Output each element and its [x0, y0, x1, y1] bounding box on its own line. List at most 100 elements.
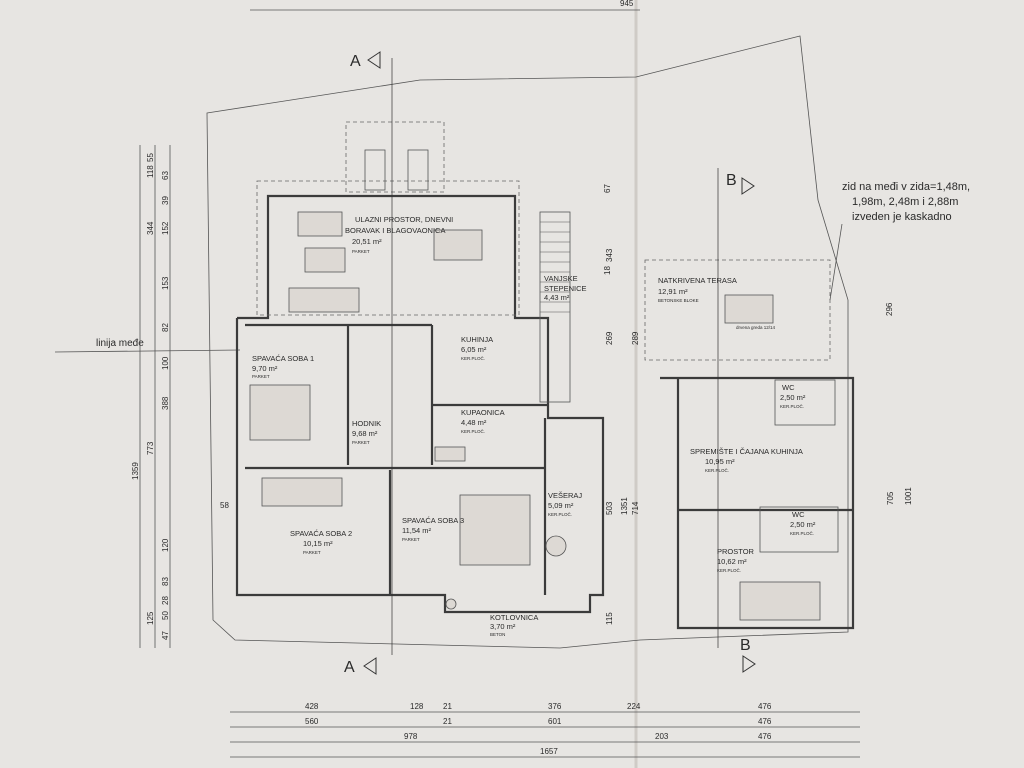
- bottom-dimensions: [230, 711, 860, 758]
- svg-text:PARKET: PARKET: [352, 249, 370, 254]
- left-dimensions: [139, 145, 171, 648]
- room-laundry: VEŠERAJ 5,09 m² KER.PLOČ.: [548, 491, 582, 517]
- svg-text:KOTLOVNICA: KOTLOVNICA: [490, 613, 538, 622]
- dims-mid-label: 343: [605, 248, 614, 262]
- svg-text:PROSTOR: PROSTOR: [717, 547, 755, 556]
- terrace-table: [724, 294, 774, 324]
- room-living: ULAZNI PROSTOR, DNEVNI BORAVAK I BLAGOVA…: [345, 215, 453, 254]
- dims-left-label: 1359: [131, 462, 140, 480]
- dims-row1-label: 128: [410, 702, 424, 711]
- section-b-bottom-arrow: [742, 655, 756, 673]
- svg-text:SPREMIŠTE I ČAJANA KUHINJA: SPREMIŠTE I ČAJANA KUHINJA: [690, 447, 803, 456]
- dining-table: [433, 229, 483, 261]
- dims-left-label: 50: [161, 611, 170, 620]
- room-hall: HODNIK 9,68 m² PARKET: [352, 419, 381, 445]
- section-a-top: A: [350, 53, 361, 70]
- svg-text:BORAVAK I BLAGOVAONICA: BORAVAK I BLAGOVAONICA: [345, 226, 445, 235]
- dims-left-label: 55: [146, 153, 155, 162]
- dims-left: 5563391523441538210038877313591208328504…: [131, 153, 170, 640]
- dims-left-label: 118: [146, 165, 155, 178]
- note-line1: zid na međi v zida=1,48m,: [842, 181, 970, 193]
- svg-text:4,43 m²: 4,43 m²: [544, 293, 570, 302]
- svg-text:PARKET: PARKET: [352, 440, 370, 445]
- dims-mid-label: 289: [631, 331, 640, 345]
- note-line3: izveden je kaskadno: [852, 211, 952, 223]
- dims-row4: 1657: [540, 747, 558, 756]
- dims-row4-label: 1657: [540, 747, 558, 756]
- dims-left-label: 120: [161, 538, 170, 552]
- svg-text:KER.PLOČ.: KER.PLOČ.: [780, 403, 804, 409]
- dims-row3-label: 978: [404, 732, 418, 741]
- living-dashed-outline: [256, 180, 520, 316]
- dims-left-label: 344: [146, 221, 155, 235]
- sofa: [297, 211, 343, 237]
- dims-row3-label: 476: [758, 732, 772, 741]
- svg-text:10,15 m²: 10,15 m²: [303, 539, 333, 548]
- dims-left-label: 63: [161, 171, 170, 180]
- dims-mid-label: 67: [603, 184, 612, 193]
- lot-boundary: [206, 35, 849, 649]
- outer-stairs: [539, 211, 571, 403]
- sofa-long: [288, 287, 360, 313]
- dims-left-label: 773: [146, 441, 155, 455]
- dims-row2-label: 21: [443, 717, 452, 726]
- bed-room3: [459, 494, 531, 566]
- room-bath: KUPAONICA 4,48 m² KER.PLOČ.: [461, 408, 505, 434]
- dims-left-label: 47: [161, 631, 170, 640]
- dims-left-label: 388: [161, 396, 170, 410]
- section-b-top: B: [726, 172, 737, 189]
- svg-text:SPAVAĆA SOBA 3: SPAVAĆA SOBA 3: [402, 516, 464, 525]
- svg-text:KER.PLOČ.: KER.PLOČ.: [461, 355, 485, 361]
- house-outer-wall: [235, 194, 605, 614]
- dims-mid-label: 1351: [620, 497, 629, 515]
- svg-text:2,50 m²: 2,50 m²: [780, 393, 806, 402]
- svg-text:KUHINJA: KUHINJA: [461, 335, 493, 344]
- svg-text:20,51 m²: 20,51 m²: [352, 237, 382, 246]
- dims-left-label: 153: [161, 276, 170, 290]
- svg-text:VEŠERAJ: VEŠERAJ: [548, 491, 582, 500]
- svg-text:PARKET: PARKET: [402, 537, 420, 542]
- svg-text:BETONSKE BLOKE: BETONSKE BLOKE: [658, 298, 699, 303]
- room-bed1: SPAVAĆA SOBA 1 9,70 m² PARKET: [252, 354, 314, 379]
- svg-text:VANJSKE: VANJSKE: [544, 274, 578, 283]
- bed-prostor: [739, 581, 821, 621]
- svg-text:SPAVAĆA SOBA 1: SPAVAĆA SOBA 1: [252, 354, 314, 363]
- note-line2: 1,98m, 2,48m i 2,88m: [852, 196, 958, 208]
- svg-text:12,91 m²: 12,91 m²: [658, 287, 688, 296]
- dims-row2-label: 476: [758, 717, 772, 726]
- svg-text:10,95 m²: 10,95 m²: [705, 457, 735, 466]
- svg-text:9,68 m²: 9,68 m²: [352, 429, 378, 438]
- svg-text:BETON: BETON: [490, 632, 505, 637]
- room-stairs: VANJSKE STEPENICE 4,43 m²: [544, 274, 587, 302]
- dims-left-label: 125: [146, 611, 155, 625]
- bathtub: [434, 446, 466, 462]
- room-space: PROSTOR 10,62 m² KER.PLOČ.: [717, 547, 755, 573]
- dims-mid-label: 503: [605, 501, 614, 515]
- svg-text:3,70 m²: 3,70 m²: [490, 622, 516, 631]
- svg-text:WC: WC: [792, 510, 805, 519]
- dims-mid-label: 18: [603, 266, 612, 275]
- svg-text:10,62 m²: 10,62 m²: [717, 557, 747, 566]
- room-wc2: WC 2,50 m² KER.PLOČ.: [790, 510, 816, 536]
- svg-text:5,09 m²: 5,09 m²: [548, 501, 574, 510]
- note-leader: [829, 223, 843, 301]
- svg-text:WC: WC: [782, 383, 795, 392]
- svg-text:KER.PLOČ.: KER.PLOČ.: [790, 530, 814, 536]
- room-kitchen: KUHINJA 6,05 m² KER.PLOČ.: [461, 335, 493, 361]
- stair-treads: [540, 221, 570, 313]
- svg-text:NATKRIVENA TERASA: NATKRIVENA TERASA: [658, 276, 737, 285]
- svg-text:9,70 m²: 9,70 m²: [252, 364, 278, 373]
- dims-right-label: 705: [886, 491, 895, 505]
- svg-text:6,05 m²: 6,05 m²: [461, 345, 487, 354]
- svg-text:ULAZNI PROSTOR, DNEVNI: ULAZNI PROSTOR, DNEVNI: [355, 215, 453, 224]
- room-wc1: WC 2,50 m² KER.PLOČ.: [780, 383, 806, 409]
- dims-left-label: 82: [161, 323, 170, 332]
- left-wall-dim: 58: [220, 501, 229, 510]
- bed-room1: [249, 384, 311, 441]
- section-a-top-arrow: [367, 51, 381, 69]
